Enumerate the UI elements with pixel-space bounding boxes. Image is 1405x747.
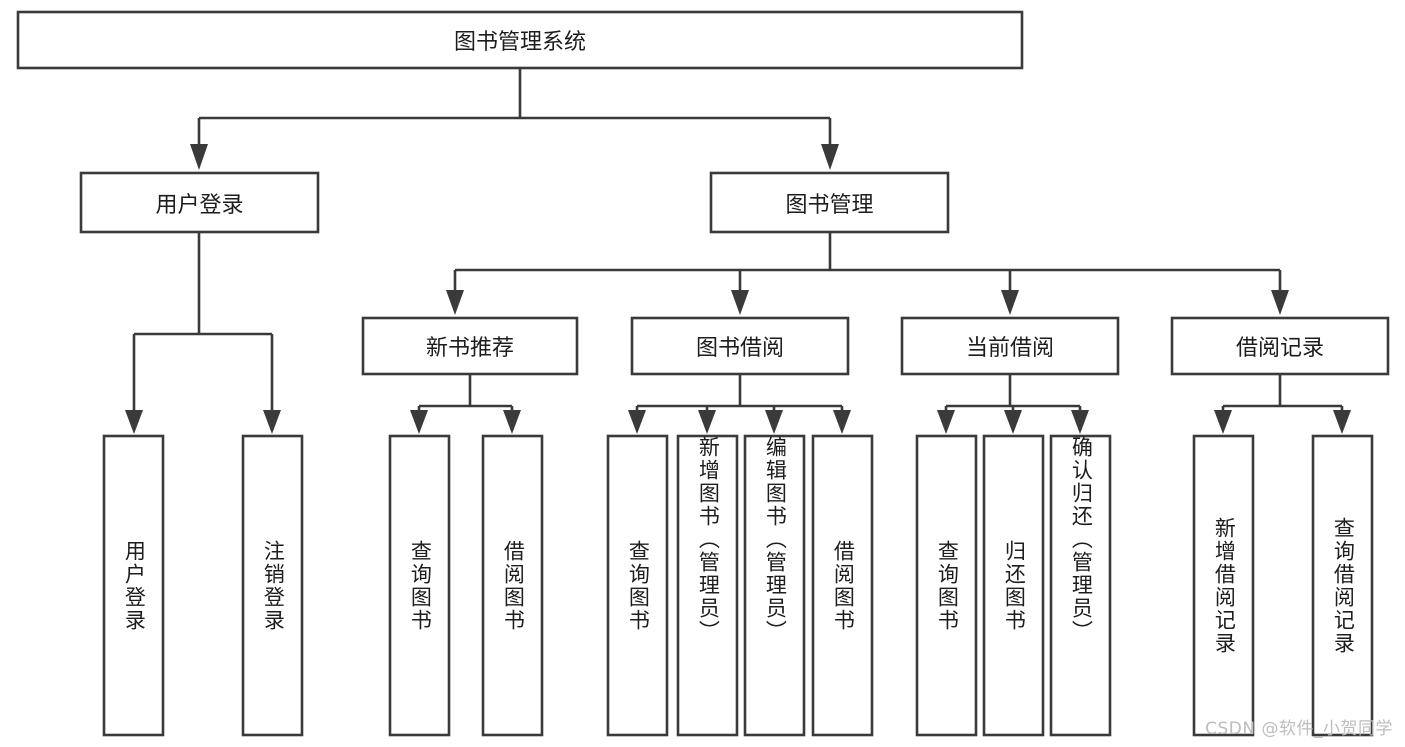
node-box-leaf-borrow-books-recommend[interactable]	[481, 434, 544, 737]
node-box-leaf-user-login[interactable]	[102, 434, 165, 737]
arrow-head-leaf-add-book-admin	[698, 410, 716, 434]
arrow-head-leaf-return-books	[1004, 410, 1022, 434]
arrow-head-leaf-borrow-books	[833, 410, 851, 434]
arrow-head-new-book-recommend	[446, 290, 464, 315]
connector-root-to-level1	[190, 68, 839, 170]
arrow-head-user-login	[190, 144, 208, 170]
arrow-head-book-borrow	[731, 290, 749, 315]
node-box-leaf-add-book-admin[interactable]	[676, 434, 739, 737]
node-box-leaf-return-books[interactable]	[982, 434, 1045, 737]
arrow-head-leaf-edit-book-admin	[765, 410, 783, 434]
node-box-leaf-add-borrow-record[interactable]	[1192, 434, 1255, 737]
arrow-head-leaf-logout	[263, 410, 281, 434]
arrow-head-leaf-query-borrow-record	[1333, 410, 1351, 434]
arrow-head-book-management	[821, 144, 839, 170]
arrow-head-borrow-records	[1271, 290, 1289, 315]
node-box-book-borrow[interactable]	[630, 316, 850, 376]
node-box-leaf-query-borrow-record[interactable]	[1311, 434, 1374, 737]
arrow-head-leaf-query-books-recommend	[410, 410, 428, 434]
node-box-leaf-query-books-current[interactable]	[915, 434, 978, 737]
arrow-head-leaf-borrow-books-recommend	[503, 410, 521, 434]
node-box-leaf-edit-book-admin[interactable]	[743, 434, 806, 737]
arrow-head-leaf-user-login	[125, 410, 143, 434]
node-box-root[interactable]	[16, 10, 1024, 70]
arrow-head-leaf-confirm-return-admin	[1071, 410, 1089, 434]
arrow-head-leaf-add-borrow-record	[1214, 410, 1232, 434]
node-box-leaf-borrow-books[interactable]	[811, 434, 874, 737]
node-box-leaf-confirm-return-admin[interactable]	[1049, 434, 1112, 737]
node-box-new-book-recommend[interactable]	[361, 316, 579, 376]
connector-currentborrow-to-leaves	[937, 374, 1089, 434]
connector-borrowrecords-to-leaves	[1214, 374, 1351, 434]
node-box-user-login[interactable]	[79, 171, 320, 234]
connector-bookmgmt-to-level2	[446, 232, 1289, 315]
node-box-book-management[interactable]	[709, 171, 950, 234]
node-box-leaf-query-books-recommend[interactable]	[388, 434, 451, 737]
arrow-head-leaf-query-books-borrow	[628, 410, 646, 434]
node-box-borrow-records[interactable]	[1170, 316, 1390, 376]
node-box-leaf-logout[interactable]	[241, 434, 304, 737]
arrow-head-leaf-query-books-current	[937, 410, 955, 434]
connector-bookborrow-to-leaves	[628, 374, 851, 434]
connector-userlogin-to-leaves	[125, 232, 281, 434]
watermark-text: CSDN @软件_小贺同学	[1205, 719, 1393, 739]
connector-newbook-to-leaves	[410, 374, 521, 434]
node-box-current-borrow[interactable]	[900, 316, 1120, 376]
arrow-head-current-borrow	[1001, 290, 1019, 315]
node-box-leaf-query-books-borrow[interactable]	[606, 434, 669, 737]
